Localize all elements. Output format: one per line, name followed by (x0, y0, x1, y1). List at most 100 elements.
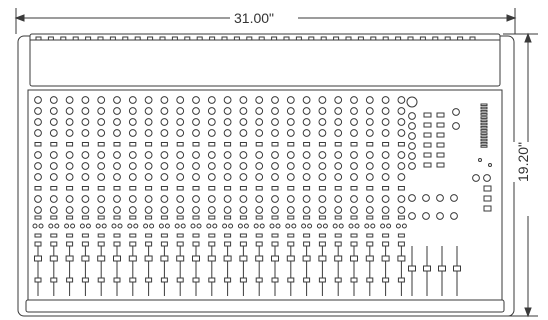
fader-cap (113, 255, 121, 262)
channel-knob (128, 151, 137, 159)
master-button (423, 132, 432, 138)
fader-led (97, 241, 105, 247)
fader-led (176, 241, 184, 247)
pan-button (208, 215, 216, 220)
assign-button (34, 233, 42, 238)
channel-knob (34, 206, 42, 214)
solo-led (243, 223, 249, 229)
channel-knob (144, 162, 153, 170)
channel-knob (381, 206, 390, 214)
rear-jack (246, 36, 253, 41)
led (488, 163, 492, 167)
fader-cap (97, 255, 106, 262)
solo-led (212, 223, 218, 229)
fader-led (208, 241, 216, 247)
eq-button (239, 142, 247, 147)
aux-button (81, 186, 89, 191)
channel-knob (255, 129, 264, 137)
channel-knob (192, 151, 200, 159)
channel-knob (239, 162, 248, 170)
fader-cap (65, 255, 74, 262)
pan-button (192, 215, 200, 220)
channel-knob (207, 129, 216, 137)
channel-knob (34, 151, 42, 159)
channel-knob (207, 107, 216, 115)
mute-led (316, 223, 322, 229)
rear-jack (444, 36, 451, 41)
aux-button (255, 186, 263, 191)
pan-button (176, 215, 184, 220)
solo-led (307, 223, 313, 229)
channel-knob (65, 129, 74, 137)
rear-jack (258, 36, 265, 41)
fader-cap (438, 265, 446, 272)
channel-knob (365, 162, 374, 170)
fader-cap (365, 255, 374, 262)
channel-knob (207, 96, 216, 104)
channel-knob (144, 206, 153, 214)
master-knob (452, 122, 460, 130)
mute-led (143, 223, 149, 229)
channel-knob (223, 118, 232, 126)
assign-button (97, 233, 105, 238)
assign-button (113, 233, 121, 238)
channel-knob (381, 195, 390, 203)
pan-button (239, 215, 247, 220)
assign-button (81, 233, 89, 238)
channel-knob (334, 173, 343, 181)
aux-button (334, 186, 342, 191)
channel-knob (286, 206, 295, 214)
fader-scale (192, 277, 200, 283)
channel-knob (34, 96, 42, 104)
channel-knob (286, 195, 295, 203)
eq-button (97, 142, 105, 147)
solo-led (275, 223, 281, 229)
channel-knob (239, 107, 248, 115)
fader-cap (302, 255, 311, 262)
channel-knob (176, 195, 185, 203)
channel-knob (286, 129, 295, 137)
channel-knob (113, 173, 121, 181)
solo-led (322, 223, 328, 229)
channel-knob (271, 129, 279, 137)
channel-knob (302, 118, 311, 126)
master-button (423, 142, 432, 148)
rear-jack (35, 36, 42, 41)
channel-knob (302, 151, 311, 159)
channel-knob (34, 107, 42, 115)
fader-led (397, 241, 405, 247)
channel-knob (302, 107, 311, 115)
pan-button (129, 215, 137, 220)
channel-knob (255, 96, 264, 104)
channel-knob (271, 195, 279, 203)
channel-knob (381, 162, 390, 170)
fader-scale (224, 277, 232, 283)
solo-led (291, 223, 297, 229)
channel-knob (334, 96, 343, 104)
channel-knob (239, 129, 248, 137)
channel-knob (160, 96, 169, 104)
fader-scale (66, 277, 74, 283)
aux-button (192, 186, 200, 191)
aux-button (318, 186, 326, 191)
fader-led (129, 241, 137, 247)
channel-knob (271, 173, 279, 181)
fader-scale (50, 277, 58, 283)
rear-jack (109, 36, 116, 41)
mute-led (111, 223, 117, 229)
channel-knob (381, 118, 390, 126)
fader-cap (207, 255, 216, 262)
channel-knob (271, 107, 279, 115)
aux-button (303, 186, 311, 191)
solo-led (370, 223, 376, 229)
channel-knob (144, 129, 153, 137)
channel-knob (144, 195, 153, 203)
solo-led (149, 223, 155, 229)
eq-button (129, 142, 137, 147)
pan-button (255, 215, 263, 220)
led (478, 158, 482, 162)
channel-knob (286, 162, 295, 170)
mute-led (364, 223, 370, 229)
eq-button (271, 142, 279, 147)
fader-led (113, 241, 121, 247)
